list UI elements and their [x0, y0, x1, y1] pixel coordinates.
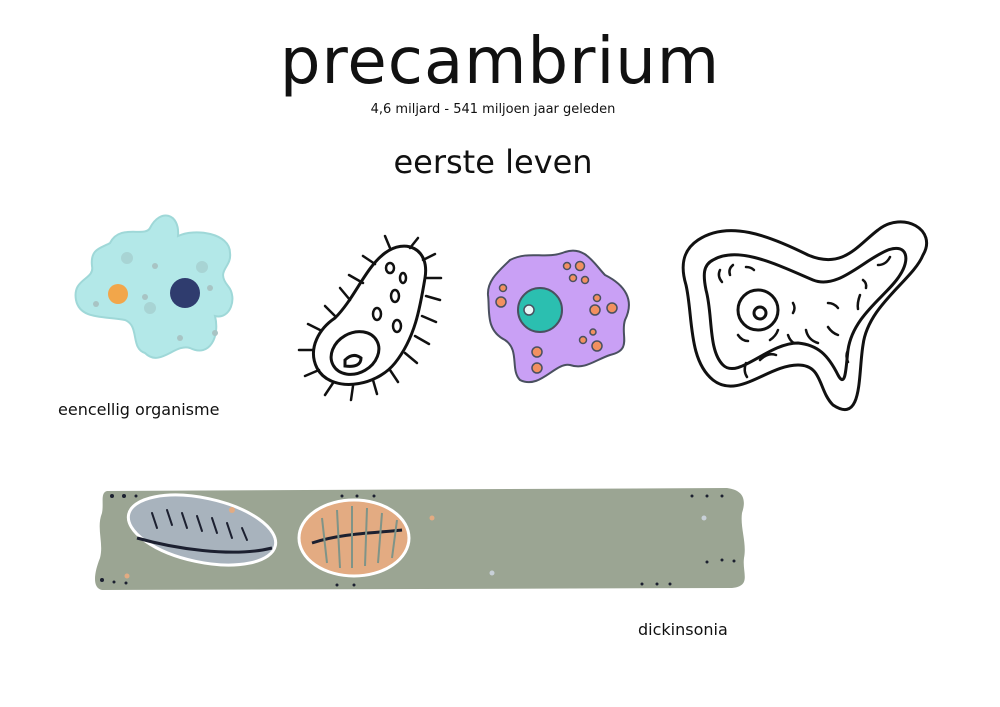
- label-unicellular: eencellig organisme: [58, 400, 220, 419]
- amoeba-outline-icon: [681, 220, 929, 411]
- amoeba-cyan-icon: [74, 214, 234, 359]
- dickinsonia-fossil-strip: [95, 488, 745, 590]
- section-heading: eerste leven: [393, 143, 593, 181]
- cell-purple-icon: [486, 249, 630, 384]
- page-title: precambrium: [279, 25, 721, 99]
- label-dickinsonia: dickinsonia: [638, 620, 728, 639]
- bacterium-outline-icon: [297, 234, 443, 402]
- page-subtitle: 4,6 miljard - 541 miljoen jaar geleden: [370, 102, 616, 117]
